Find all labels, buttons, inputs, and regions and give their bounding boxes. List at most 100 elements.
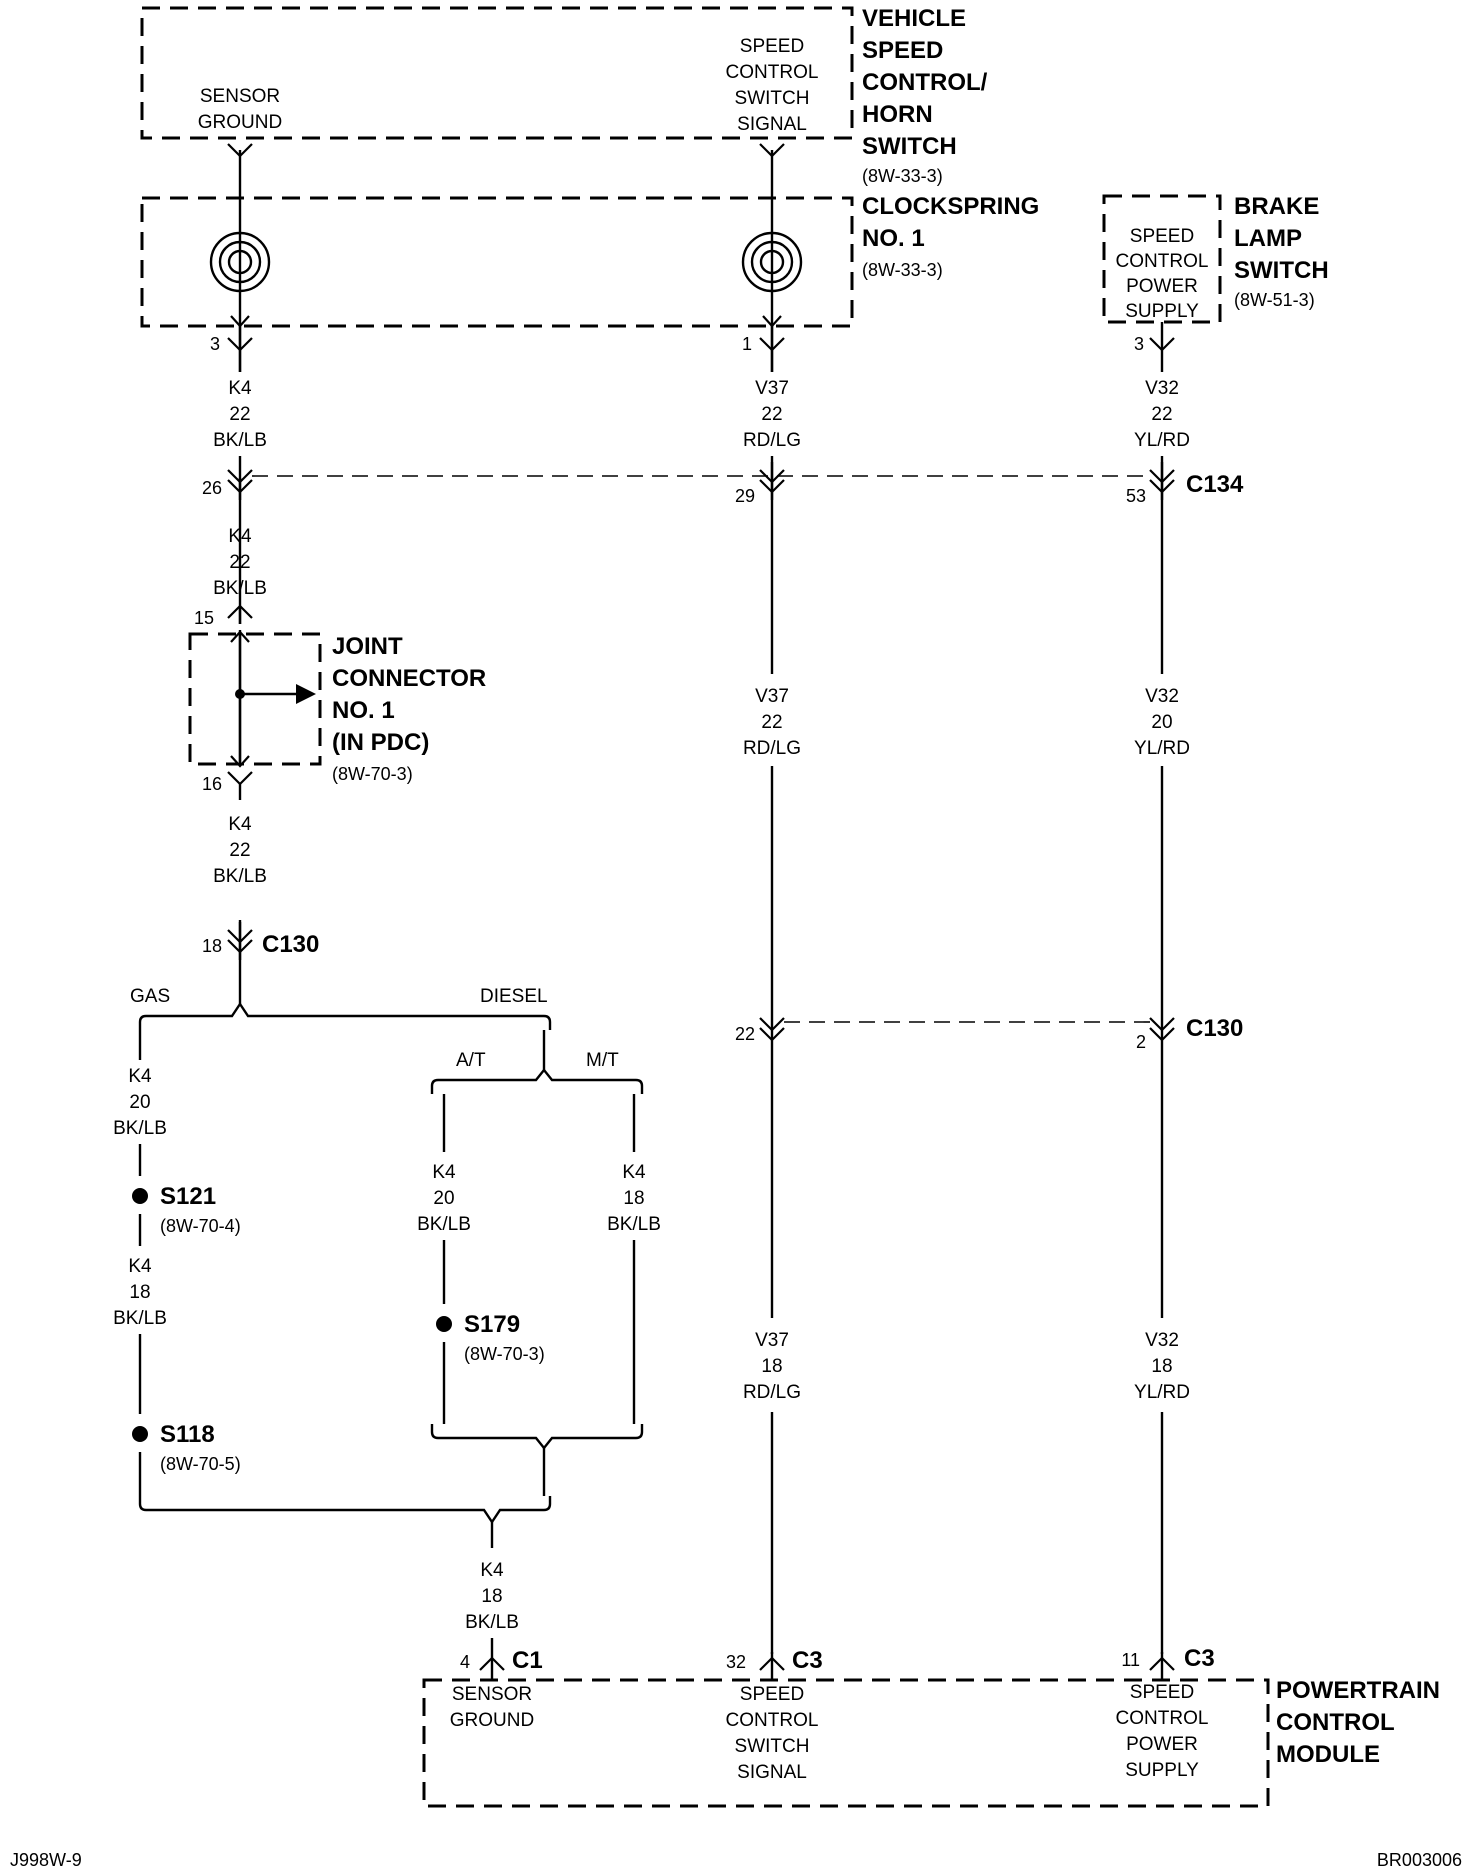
joint-connector-pin-16: 16 bbox=[202, 774, 222, 794]
vsc-pin-signal-line4: SIGNAL bbox=[737, 114, 807, 135]
svg-text:V37: V37 bbox=[755, 686, 789, 707]
vsc-title-line1: VEHICLE bbox=[862, 5, 966, 32]
clockspring-title-line1: CLOCKSPRING bbox=[862, 193, 1039, 220]
pcm-c3-power-label: C3 bbox=[1184, 1645, 1215, 1672]
pcm-pin-signal-line2: CONTROL bbox=[726, 1710, 819, 1731]
c134-label: C134 bbox=[1186, 471, 1244, 498]
joint-connector-pin-15: 15 bbox=[194, 608, 214, 628]
svg-text:V32: V32 bbox=[1145, 1330, 1179, 1351]
clockspring-ref: (8W-33-3) bbox=[862, 260, 943, 280]
svg-text:22: 22 bbox=[229, 840, 250, 861]
pcm-pin-sensor-ground-line1: SENSOR bbox=[452, 1684, 532, 1705]
svg-text:18: 18 bbox=[1151, 1356, 1172, 1377]
svg-text:BK/LB: BK/LB bbox=[113, 1118, 167, 1139]
joint-connector-title-line4: (IN PDC) bbox=[332, 729, 429, 756]
svg-text:BK/LB: BK/LB bbox=[417, 1214, 471, 1235]
option-at: A/T bbox=[456, 1050, 486, 1071]
vsc-title-line5: SWITCH bbox=[862, 133, 957, 160]
c130-lower-label: C130 bbox=[1186, 1015, 1243, 1042]
svg-text:BK/LB: BK/LB bbox=[113, 1308, 167, 1329]
splice-s121-dot bbox=[132, 1188, 148, 1204]
vsc-title-line2: SPEED bbox=[862, 37, 943, 64]
svg-text:K4: K4 bbox=[228, 814, 252, 835]
k4-wire-label-b: K4 22 BK/LB bbox=[213, 526, 267, 599]
vsc-pin-sensor-ground-line2: GROUND bbox=[198, 112, 282, 133]
svg-text:K4: K4 bbox=[128, 1256, 152, 1277]
svg-text:V37: V37 bbox=[755, 378, 789, 399]
clockspring-pin-1: 1 bbox=[742, 334, 752, 354]
pcm-pin-signal-line3: SWITCH bbox=[735, 1736, 810, 1757]
brake-lamp-switch: SPEED CONTROL POWER SUPPLY BRAKE LAMP SW… bbox=[1102, 193, 1329, 354]
c134-pin-53: 53 bbox=[1126, 486, 1146, 506]
svg-text:K4: K4 bbox=[228, 378, 252, 399]
svg-text:BK/LB: BK/LB bbox=[465, 1612, 519, 1633]
pcm-pin-power-line4: SUPPLY bbox=[1125, 1760, 1199, 1781]
svg-text:YL/RD: YL/RD bbox=[1134, 738, 1190, 759]
pcm-c1-label: C1 bbox=[512, 1647, 543, 1674]
v32-wire-label-b: V32 20 YL/RD bbox=[1134, 686, 1190, 759]
footer-figure-id-left: J998W-9 bbox=[10, 1850, 82, 1870]
svg-text:RD/LG: RD/LG bbox=[743, 430, 801, 451]
joint-connector-title-line3: NO. 1 bbox=[332, 697, 395, 724]
pcm-title-line1: POWERTRAIN bbox=[1276, 1677, 1440, 1704]
c130-upper-pin-18: 18 bbox=[202, 936, 222, 956]
k4-wire-label-a: K4 22 BK/LB bbox=[213, 378, 267, 451]
svg-text:18: 18 bbox=[623, 1188, 644, 1209]
vsc-title-line4: HORN bbox=[862, 101, 933, 128]
joint-connector-no1: 15 16 JOINT CONNECTOR NO. 1 (IN PDC) (8W… bbox=[188, 608, 486, 794]
svg-text:22: 22 bbox=[761, 712, 782, 733]
k4-merge-brace: K4 18 BK/LB bbox=[138, 1496, 552, 1680]
svg-text:RD/LG: RD/LG bbox=[743, 1382, 801, 1403]
connector-c130-lower: 22 2 C130 bbox=[735, 1015, 1243, 1052]
clockspring-no1: CLOCKSPRING NO. 1 (8W-33-3) 3 1 bbox=[140, 193, 1039, 354]
svg-text:YL/RD: YL/RD bbox=[1134, 1382, 1190, 1403]
svg-text:22: 22 bbox=[229, 552, 250, 573]
joint-connector-title-line1: JOINT bbox=[332, 633, 403, 660]
svg-text:22: 22 bbox=[229, 404, 250, 425]
svg-text:BK/LB: BK/LB bbox=[213, 866, 267, 887]
svg-text:22: 22 bbox=[1151, 404, 1172, 425]
option-gas: GAS bbox=[130, 986, 170, 1007]
vehicle-speed-control-horn-switch: SENSOR GROUND SPEED CONTROL SWITCH SIGNA… bbox=[140, 5, 988, 186]
vsc-title-line3: CONTROL/ bbox=[862, 69, 988, 96]
k4-at-label: K4 20 BK/LB bbox=[417, 1162, 471, 1235]
brake-pin-label-line2: CONTROL bbox=[1116, 251, 1209, 272]
svg-text:V32: V32 bbox=[1145, 378, 1179, 399]
svg-text:20: 20 bbox=[129, 1092, 150, 1113]
splice-s179-ref: (8W-70-3) bbox=[464, 1344, 545, 1364]
c130-upper-label: C130 bbox=[262, 931, 319, 958]
brake-pin-label-line4: SUPPLY bbox=[1125, 301, 1199, 322]
pcm-pin-signal-line4: SIGNAL bbox=[737, 1762, 807, 1783]
svg-text:K4: K4 bbox=[228, 526, 252, 547]
k4-wire-label-c: K4 22 BK/LB bbox=[213, 814, 267, 887]
splice-s179-label: S179 bbox=[464, 1311, 520, 1338]
splice-s118-ref: (8W-70-5) bbox=[160, 1454, 241, 1474]
gas-diesel-brace: GAS DIESEL bbox=[130, 986, 552, 1030]
joint-connector-arrow-icon bbox=[296, 684, 316, 704]
svg-text:22: 22 bbox=[761, 404, 782, 425]
vsc-pin-signal-line1: SPEED bbox=[740, 36, 804, 57]
pcm-pin-sensor-ground-line2: GROUND bbox=[450, 1710, 534, 1731]
connector-c134: 26 29 53 C134 bbox=[202, 456, 1244, 506]
vsc-pin-signal-line2: CONTROL bbox=[726, 62, 819, 83]
v32-wire-label-c: V32 18 YL/RD bbox=[1134, 1330, 1190, 1403]
c130-lower-pin-22: 22 bbox=[735, 1024, 755, 1044]
splice-s179-dot bbox=[436, 1316, 452, 1332]
pcm-c3-pin-11: 11 bbox=[1121, 1650, 1140, 1670]
k4-gas-label-a: K4 20 BK/LB bbox=[113, 1066, 167, 1139]
v37-wire-label-b: V37 22 RD/LG bbox=[743, 686, 801, 759]
svg-text:V32: V32 bbox=[1145, 686, 1179, 707]
c130-lower-pin-2: 2 bbox=[1136, 1032, 1146, 1052]
option-mt: M/T bbox=[586, 1050, 619, 1071]
svg-text:BK/LB: BK/LB bbox=[607, 1214, 661, 1235]
svg-text:K4: K4 bbox=[622, 1162, 646, 1183]
k4-gas-branch: K4 20 BK/LB S121 (8W-70-4) K4 18 BK/LB S… bbox=[113, 1030, 241, 1496]
k4-gas-label-b: K4 18 BK/LB bbox=[113, 1256, 167, 1329]
pcm-c3-signal-label: C3 bbox=[792, 1647, 823, 1674]
svg-text:20: 20 bbox=[1151, 712, 1172, 733]
svg-text:K4: K4 bbox=[480, 1560, 504, 1581]
pcm-pin-signal-line1: SPEED bbox=[740, 1684, 804, 1705]
brake-title-line1: BRAKE bbox=[1234, 193, 1319, 220]
svg-text:BK/LB: BK/LB bbox=[213, 578, 267, 599]
